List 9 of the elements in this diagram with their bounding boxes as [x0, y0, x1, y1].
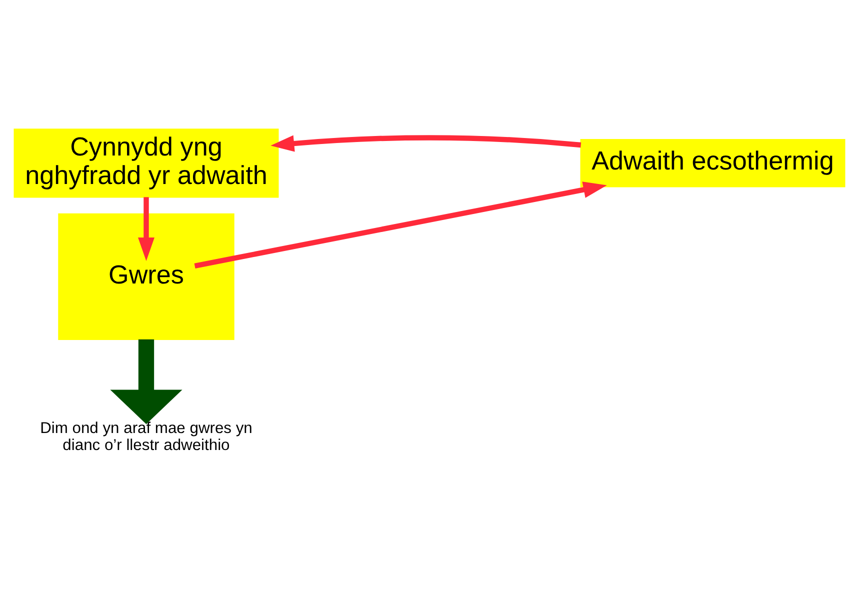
- arrow: [110, 339, 182, 424]
- cluster: [58, 213, 234, 340]
- node-text: Gwres: [108, 259, 184, 290]
- node-text: Dim ond yn araf mae gwres yn dianc o’r llestr adweithio: [40, 420, 252, 454]
- node-box: Cynnydd yng nghyfradd yr adwaith: [14, 128, 279, 198]
- arrow: [194, 182, 607, 268]
- arrow: [138, 197, 154, 262]
- node-box: Adwaith ecsothermig: [580, 139, 846, 188]
- arrow: [270, 135, 582, 152]
